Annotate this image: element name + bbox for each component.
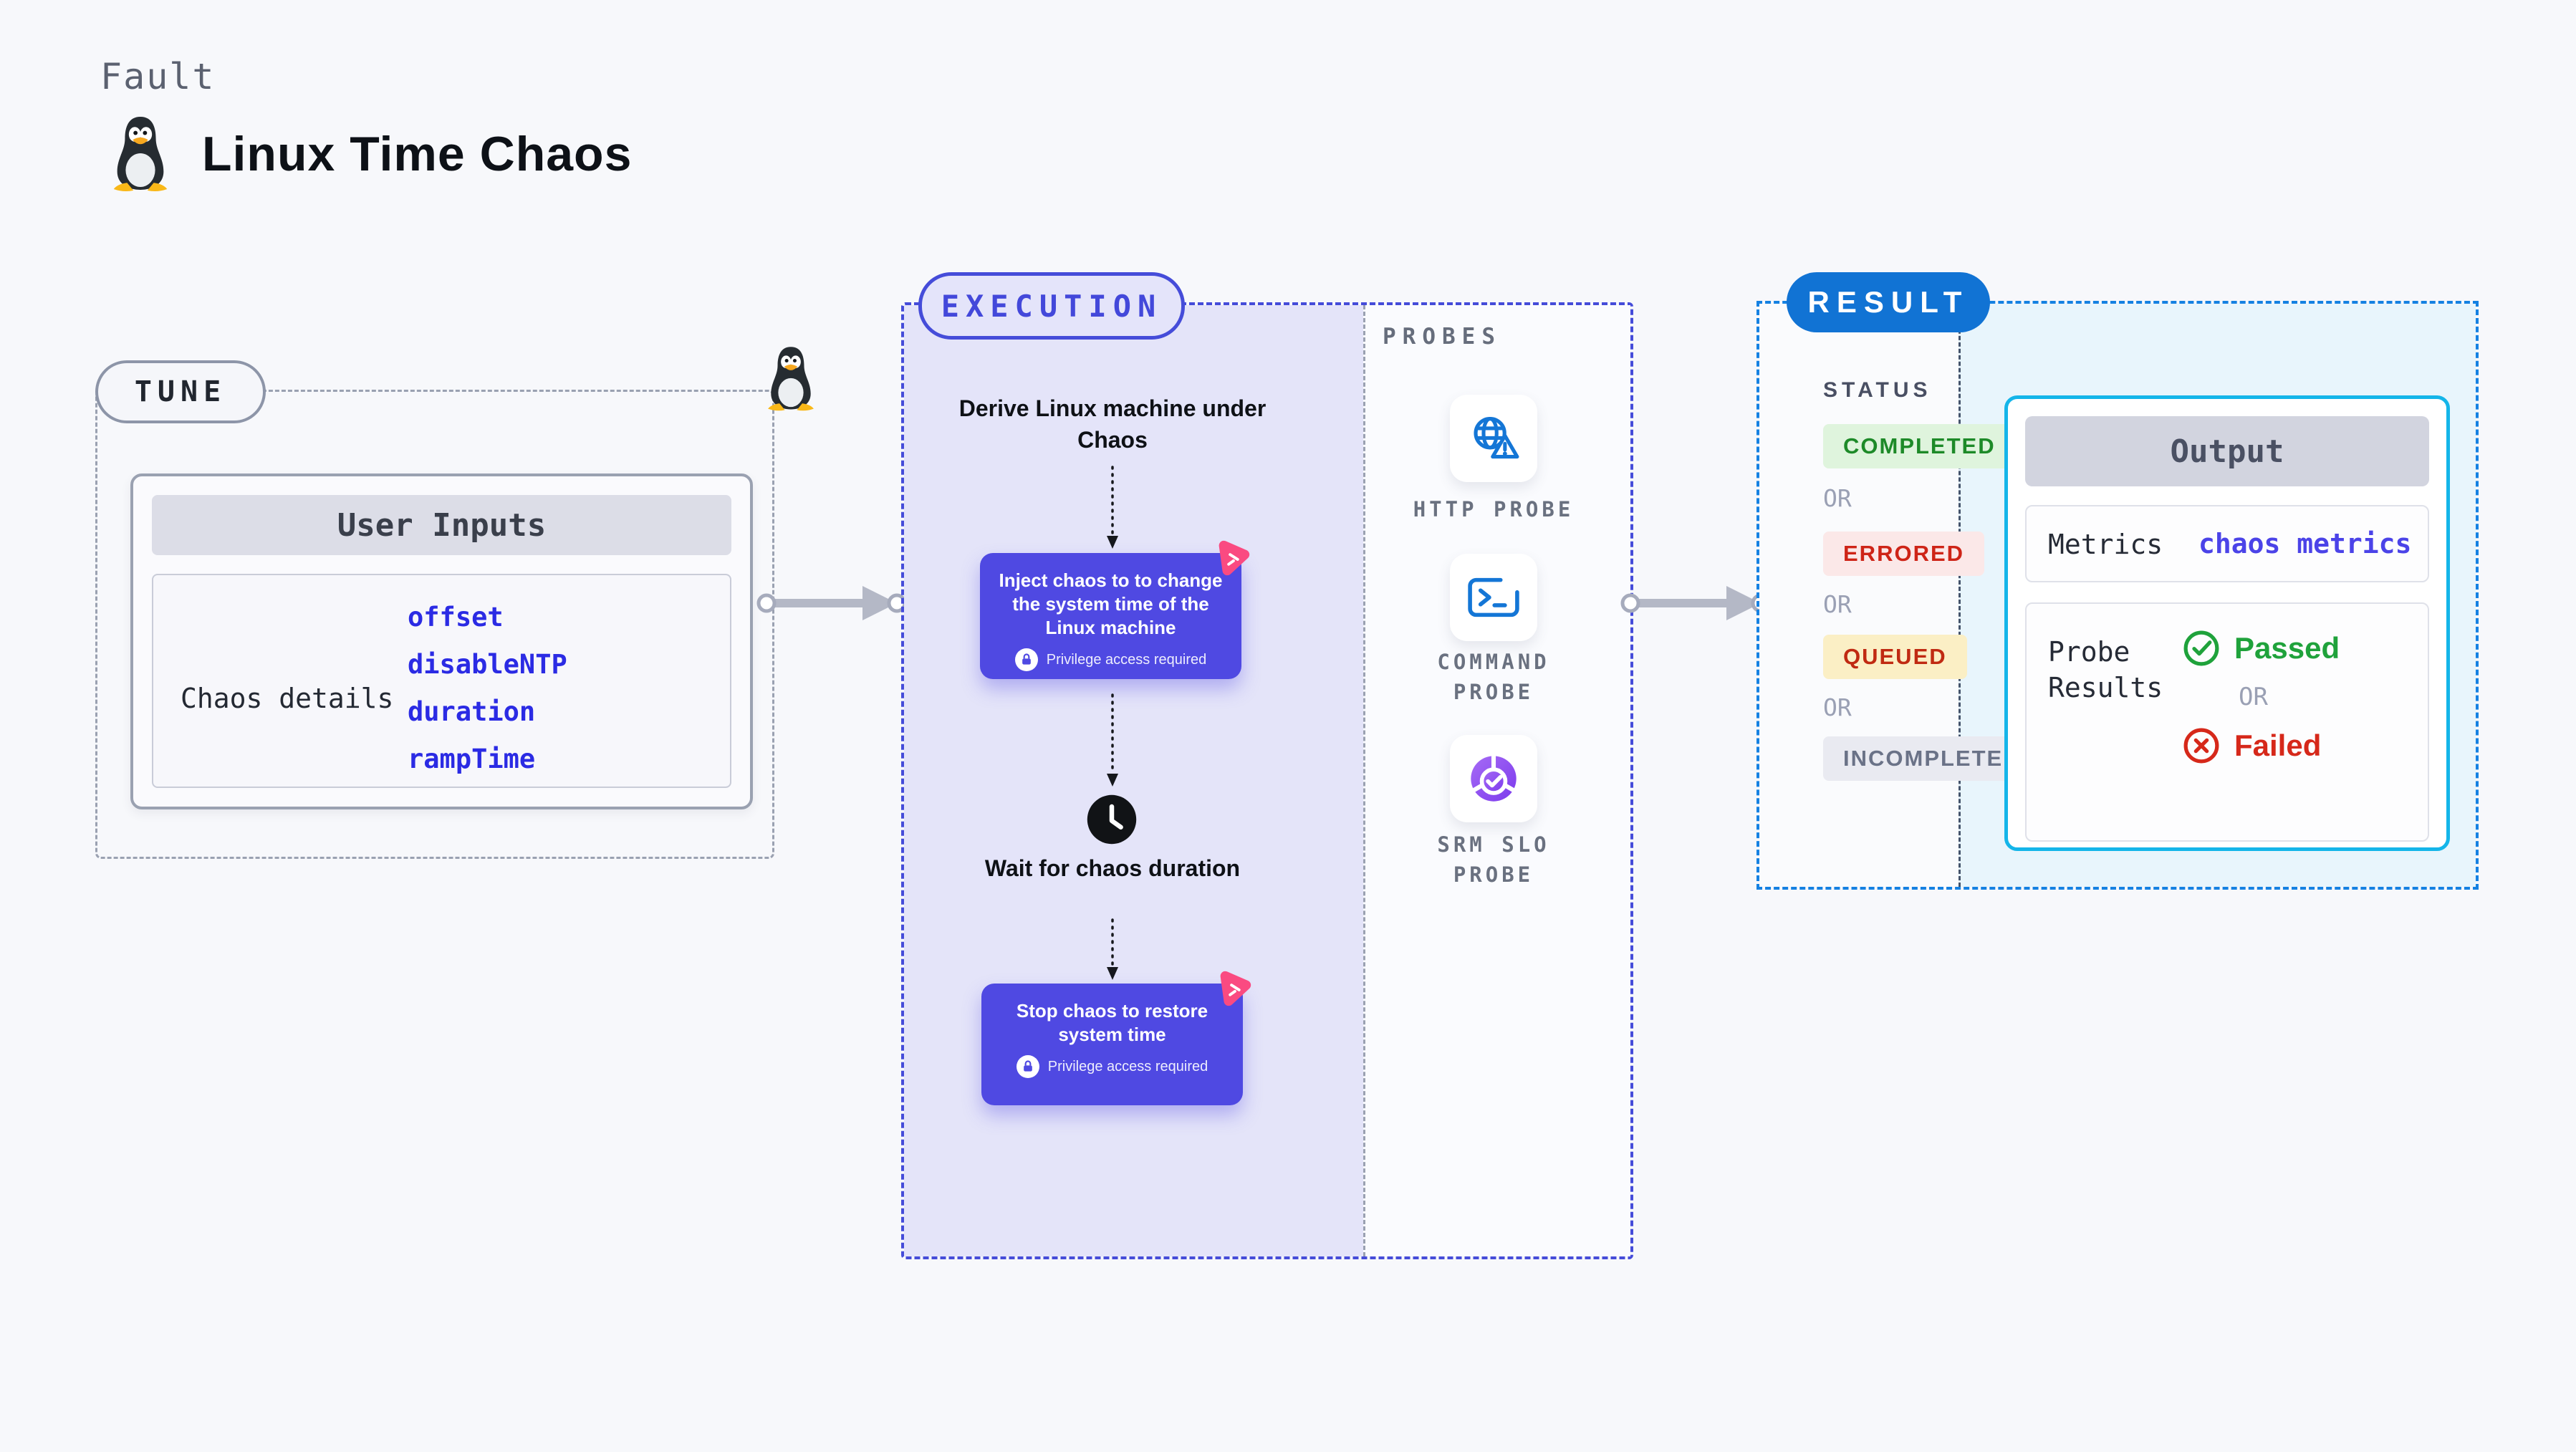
failed-label: Failed (2234, 729, 2322, 762)
srm-slo-probe-label: SRM SLO PROBE (1437, 832, 1550, 887)
flow-arrow-down-icon (1107, 466, 1118, 549)
fault-kicker: Fault (100, 56, 216, 97)
input-value: disableNTP (408, 649, 567, 680)
result-badge: RESULT (1787, 272, 1990, 332)
status-badge-errored: ERRORED (1823, 532, 1985, 576)
flow-arrow-down-icon (1107, 918, 1118, 980)
flow-arrow-down-icon (1107, 693, 1118, 787)
x-circle-icon (2183, 728, 2219, 764)
privilege-note: Privilege access required (1047, 1058, 1208, 1074)
user-inputs-title: User Inputs (152, 495, 731, 555)
input-value: offset (408, 602, 504, 633)
derive-step-text: Derive Linux machine under Chaos (958, 395, 1267, 453)
status-label: STATUS (1823, 378, 1932, 402)
terminal-icon (1468, 577, 1519, 617)
status-or-label: OR (1823, 693, 1852, 721)
metrics-value: chaos metrics (2198, 528, 2412, 559)
status-badge-queued: QUEUED (1823, 635, 1967, 679)
probe-results-values: Passed OR Failed (2183, 630, 2340, 764)
command-probe-card (1450, 554, 1537, 641)
input-value: duration (408, 696, 536, 727)
tux-penguin-icon (113, 117, 168, 192)
probe-results-label: Probe Results (2048, 636, 2163, 703)
status-or-label: OR (1823, 590, 1852, 618)
stop-chaos-text: Stop chaos to restore system time (1016, 1000, 1208, 1045)
srm-slo-probe-card (1450, 735, 1537, 822)
privilege-row: Privilege access required (991, 648, 1230, 671)
chaos-logo-icon (1220, 971, 1251, 1006)
tune-region (95, 390, 774, 859)
status-or-label: OR (1823, 484, 1852, 512)
passed-row: Passed (2183, 630, 2340, 667)
tune-badge: TUNE (95, 360, 266, 423)
user-inputs-card: User Inputs Chaos details offset disable… (130, 473, 753, 809)
check-circle-icon (2183, 630, 2219, 666)
inject-chaos-card: Inject chaos to to change the system tim… (980, 540, 1250, 679)
input-value: rampTime (408, 744, 536, 774)
clock-icon (1087, 794, 1137, 845)
http-probe-card (1450, 395, 1537, 482)
stop-chaos-card: Stop chaos to restore system time Privil… (981, 971, 1251, 1105)
chaos-details-values: offset disableNTP duration rampTime (408, 594, 567, 783)
chaos-logo-icon (1219, 540, 1250, 576)
probe-or-label: OR (2239, 683, 2268, 711)
http-probe-label: HTTP PROBE (1413, 497, 1575, 521)
probe-results-row: Probe Results Passed OR Failed (2025, 602, 2429, 842)
lock-icon (1014, 648, 1038, 671)
inject-chaos-text: Inject chaos to to change the system tim… (999, 569, 1223, 638)
failed-row: Failed (2183, 727, 2340, 764)
passed-label: Passed (2234, 631, 2340, 665)
privilege-row: Privilege access required (993, 1055, 1231, 1078)
privilege-note: Privilege access required (1046, 651, 1207, 668)
tune-to-execution-arrow (756, 586, 907, 620)
tux-penguin-small-icon (768, 347, 814, 411)
page-title: Linux Time Chaos (202, 127, 633, 181)
execution-badge: EXECUTION (918, 272, 1185, 340)
metrics-row: Metrics chaos metrics (2025, 505, 2429, 582)
lock-icon (1016, 1055, 1039, 1078)
status-badge-completed: COMPLETED (1823, 424, 2016, 468)
wait-step-text: Wait for chaos duration (984, 855, 1241, 881)
chaos-details-label: Chaos details (181, 683, 394, 714)
output-title: Output (2025, 416, 2429, 486)
globe-alert-icon (1474, 417, 1519, 459)
status-column (1759, 304, 1959, 887)
metrics-label: Metrics (2048, 529, 2163, 560)
command-probe-label: COMMAND PROBE (1437, 650, 1550, 704)
probes-label: PROBES (1383, 324, 1501, 350)
user-inputs-body: Chaos details offset disableNTP duration… (152, 574, 731, 788)
output-card: Output Metrics chaos metrics Probe Resul… (2004, 395, 2450, 851)
slo-donut-check-icon (1471, 754, 1517, 802)
execution-to-result-arrow (1620, 586, 1771, 620)
